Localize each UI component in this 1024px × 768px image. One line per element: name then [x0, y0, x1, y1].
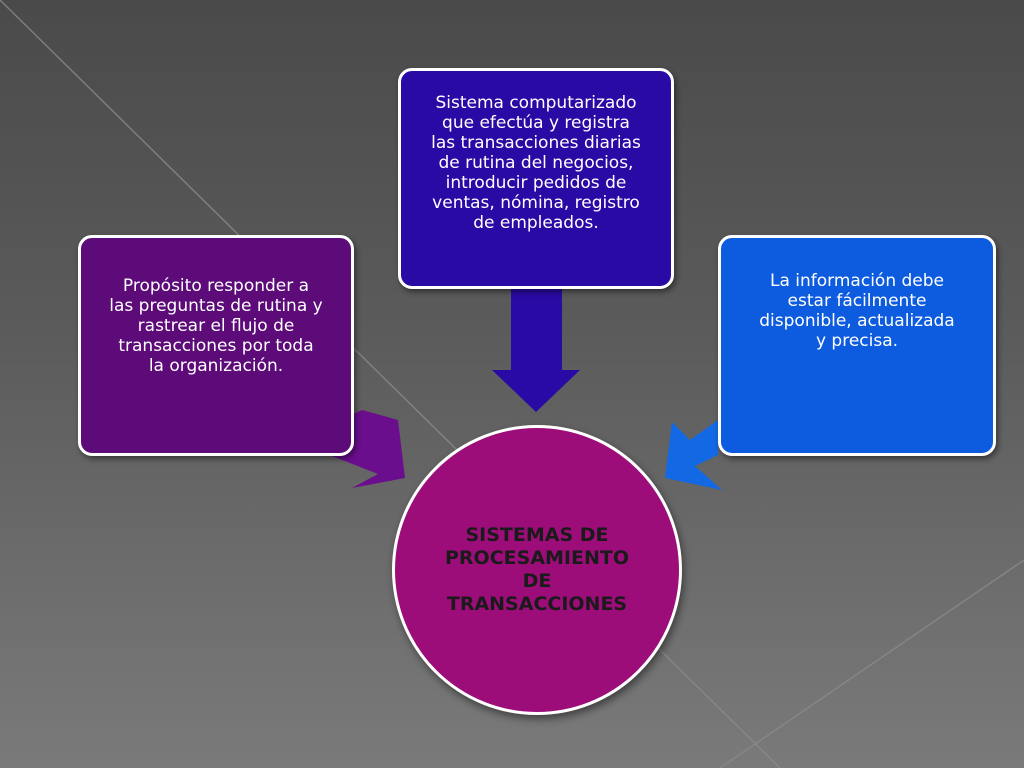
left-purpose-box: Propósito responder a las preguntas de r…: [78, 235, 354, 456]
left-purpose-text: Propósito responder a las preguntas de r…: [109, 275, 323, 376]
right-information-text: La información debe estar fácilmente dis…: [759, 270, 955, 351]
center-circle-title: SISTEMAS DE PROCESAMIENTO DE TRANSACCION…: [392, 425, 682, 715]
top-description-text: Sistema computarizado que efectúa y regi…: [431, 92, 641, 233]
arrow-top-to-center: [492, 289, 580, 412]
right-information-box: La información debe estar fácilmente dis…: [718, 235, 996, 456]
arrow-right-to-center: [665, 420, 722, 490]
center-title-text: SISTEMAS DE PROCESAMIENTO DE TRANSACCION…: [445, 524, 629, 615]
top-description-box: Sistema computarizado que efectúa y regi…: [398, 68, 674, 289]
